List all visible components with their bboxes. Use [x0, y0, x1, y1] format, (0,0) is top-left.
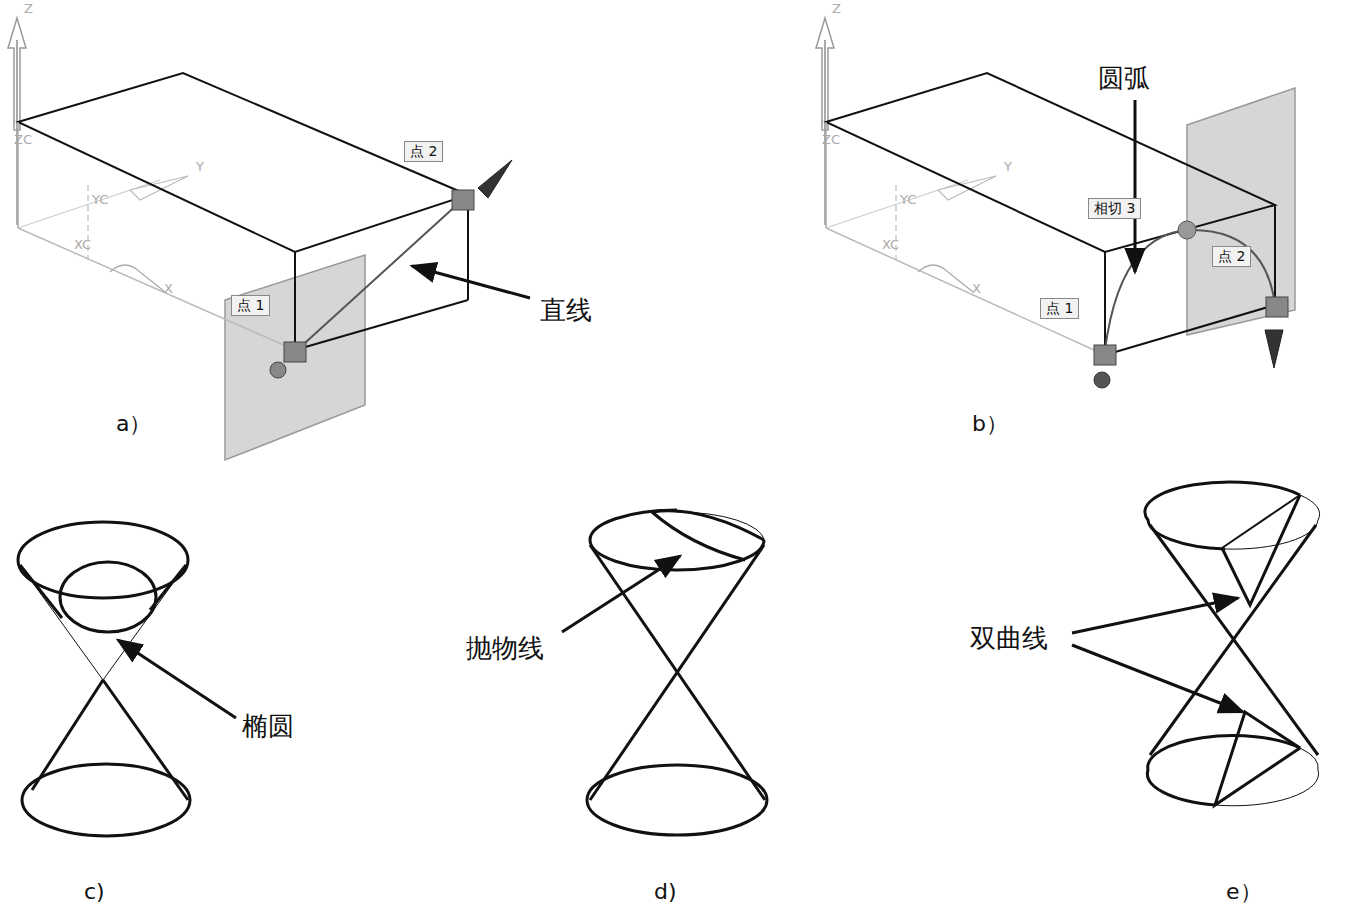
axis-label: Y: [196, 160, 204, 174]
tag-text: 点 2: [1218, 248, 1245, 264]
axis-label: X: [972, 282, 981, 296]
panel-a-drawing: [8, 18, 530, 460]
callout-label: 直线: [540, 296, 592, 325]
axis-label: X: [164, 282, 173, 296]
panel-letter: e）: [1226, 880, 1262, 904]
panel-c-drawing: [18, 522, 236, 836]
point-tag: 点 1: [1040, 298, 1079, 319]
tag-text: 点 1: [1046, 300, 1073, 316]
callout-label: 椭圆: [242, 712, 294, 741]
axis-label: XC: [882, 238, 899, 252]
panel-letter: d): [654, 880, 677, 904]
point-tag: 点 1: [231, 295, 270, 316]
point-tag: 相切 3: [1088, 198, 1141, 219]
panel-letter: b）: [972, 412, 1008, 436]
callout-label: 圆弧: [1098, 64, 1150, 93]
axis-label: Z: [24, 2, 33, 16]
callout-label: 抛物线: [466, 634, 544, 663]
panel-d-drawing: [562, 510, 767, 835]
panel-b-drawing: [816, 18, 1295, 388]
axis-label: ZC: [14, 133, 32, 147]
panel-letter: a）: [116, 412, 151, 436]
axis-label: YC: [900, 193, 916, 207]
axis-label: ZC: [822, 133, 840, 147]
axis-label: Y: [1004, 160, 1012, 174]
tag-text: 点 2: [410, 143, 437, 159]
callout-label: 双曲线: [970, 624, 1048, 653]
tag-text: 相切 3: [1094, 200, 1135, 216]
axis-label: XC: [74, 238, 91, 252]
panel-letter: c): [84, 880, 105, 904]
point-tag: 点 2: [404, 141, 443, 162]
axis-label: YC: [92, 193, 108, 207]
point-tag: 点 2: [1212, 246, 1251, 267]
panel-e-drawing: [1072, 482, 1320, 806]
tag-text: 点 1: [237, 297, 264, 313]
axis-label: Z: [832, 2, 841, 16]
